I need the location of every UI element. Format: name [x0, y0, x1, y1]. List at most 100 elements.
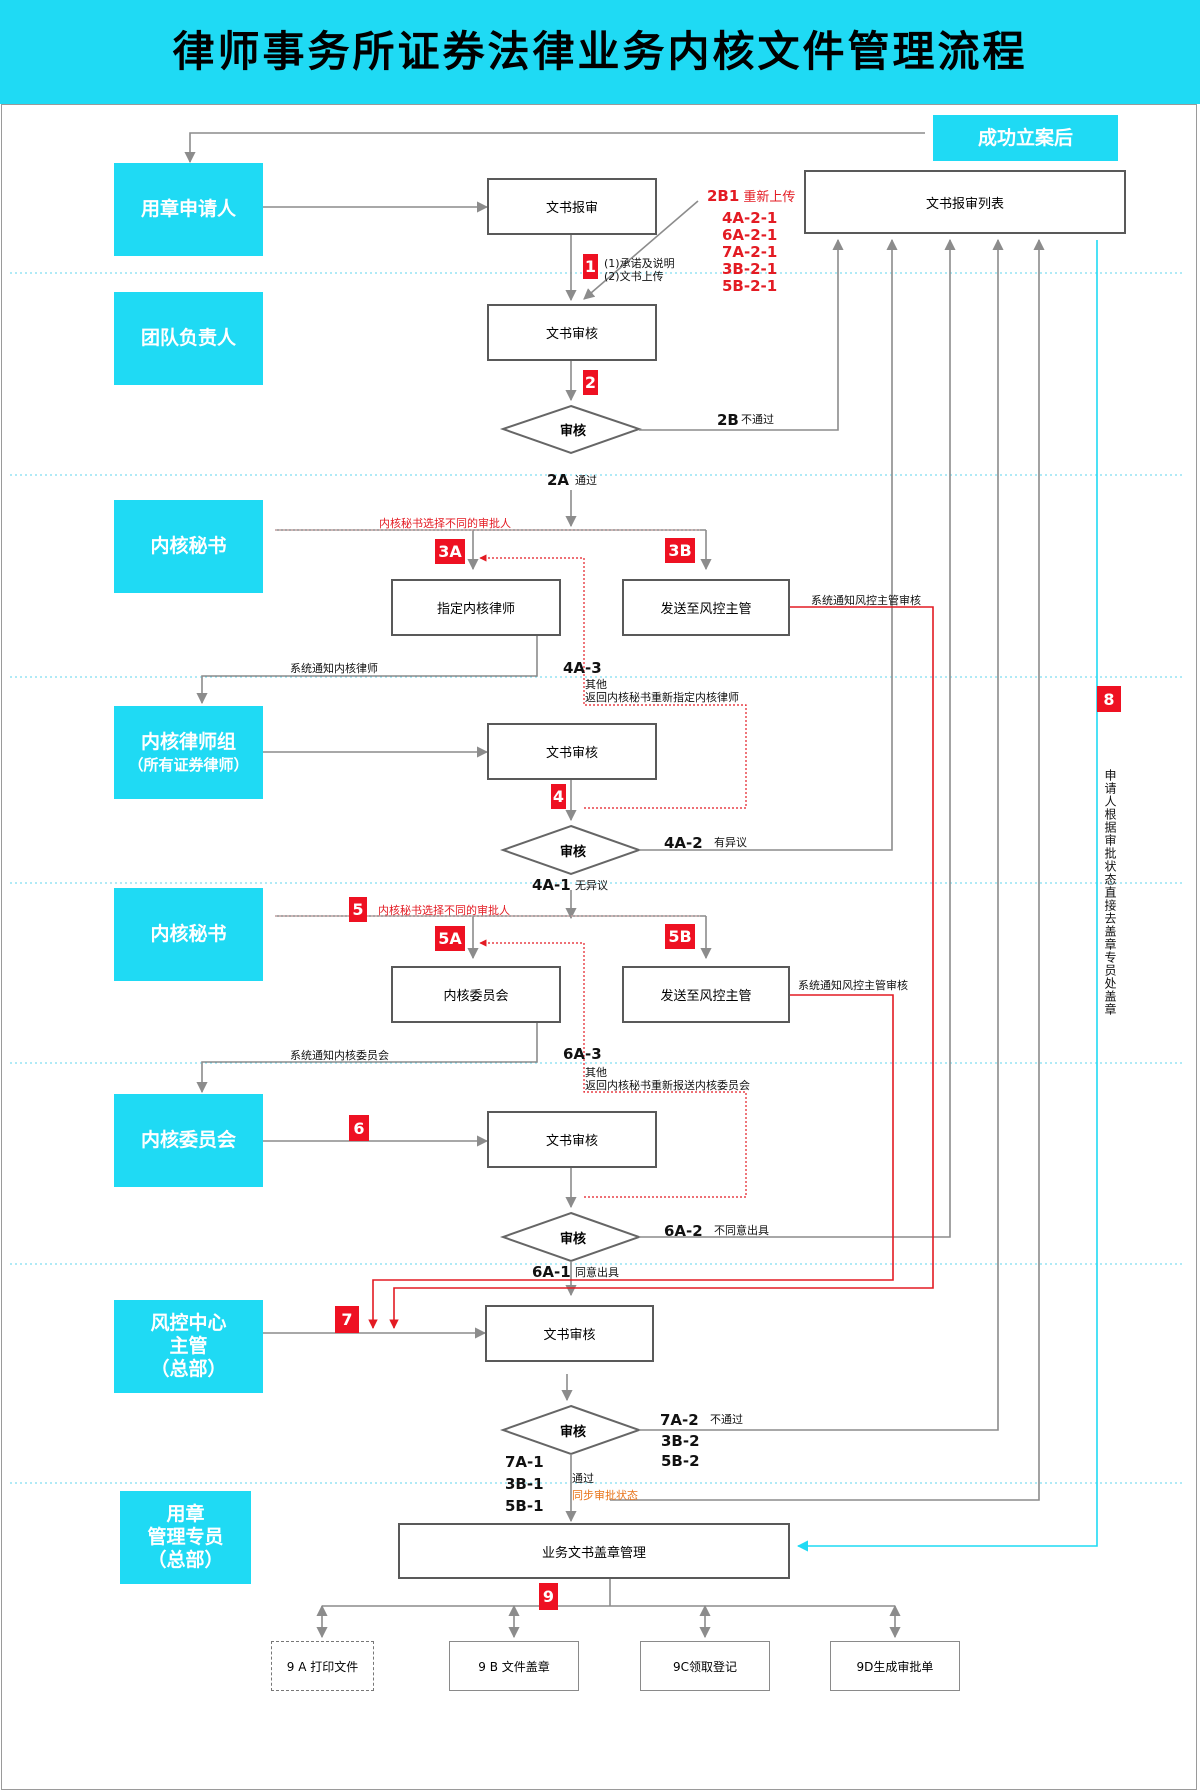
case-filed-box: 成功立案后 — [933, 115, 1118, 161]
code-5b2: 5B-2 — [661, 1452, 700, 1470]
note-upload: (2)文书上传 — [604, 270, 664, 283]
reupload-label: 重新上传 — [743, 190, 796, 205]
box-submit-label: 文书报审 — [545, 201, 598, 216]
red-connectors — [368, 606, 934, 1329]
cyan-line-8 — [796, 240, 1098, 1552]
role-committee-label: 内核委员会 — [140, 1129, 236, 1152]
reupload-6a21: 6A-2-1 — [722, 226, 778, 244]
badge-6: 6 — [349, 1115, 369, 1141]
badge-5b: 5B — [665, 924, 695, 949]
code-5b1: 5B-1 — [505, 1497, 544, 1515]
decision-label-team: 审核 — [559, 423, 586, 439]
output-approval-sheet[interactable]: 9D生成审批单 — [830, 1641, 960, 1691]
box-review-team-label: 文书审核 — [545, 327, 598, 342]
code-7a1: 7A-1 — [505, 1453, 544, 1471]
output-collect-label: 9C领取登记 — [672, 1659, 737, 1674]
grey-flow-lines — [184, 132, 1045, 1639]
role-risk-line2: 主管 — [169, 1335, 208, 1358]
badge-5: 5 — [349, 897, 367, 922]
note-other-2: 其他 — [585, 1066, 607, 1079]
role-secretary-1: 内核秘书 — [114, 500, 263, 593]
box-send-risk-2-label: 发送至风控主管 — [660, 989, 752, 1004]
code-2a: 2A — [547, 471, 570, 489]
reupload-7a21: 7A-2-1 — [722, 243, 778, 261]
lane-separators — [10, 272, 1185, 1484]
role-lawyer-group: 内核律师组（所有证券律师） — [114, 706, 263, 799]
badge-3b: 3B — [665, 538, 695, 563]
badge-1: 1 — [583, 254, 598, 279]
code-6a2: 6A-2 — [664, 1222, 703, 1240]
note-notify-risk-1: 系统通知风控主管审核 — [811, 594, 921, 607]
box-assign-lawyer-label: 指定内核律师 — [436, 602, 515, 617]
role-secretary-2: 内核秘书 — [114, 888, 263, 981]
code-6a3: 6A-3 — [563, 1045, 602, 1063]
role-applicant-label: 用章申请人 — [140, 198, 236, 221]
badge-2: 2 — [583, 370, 598, 395]
decision-diamond-team — [499, 404, 643, 455]
note-return-committee: 返回内核秘书重新报送内核委员会 — [585, 1079, 750, 1092]
box-review-committee-label: 文书审核 — [545, 1134, 598, 1149]
box-review-committee[interactable]: 文书审核 — [487, 1111, 657, 1168]
output-stamp[interactable]: 9 B 文件盖章 — [449, 1641, 579, 1691]
box-send-risk-2[interactable]: 发送至风控主管 — [622, 966, 790, 1023]
note-promise: (1)承诺及说明 — [604, 257, 675, 270]
note-fail-2: 不通过 — [710, 1413, 743, 1426]
box-committee-label: 内核委员会 — [443, 989, 509, 1004]
box-assign-lawyer[interactable]: 指定内核律师 — [391, 579, 561, 636]
note-vertical-seal: 申请人根据审批状态直接去盖章专员处盖章 — [1103, 769, 1117, 1016]
page-title: 律师事务所证券法律业务内核文件管理流程 — [172, 27, 1028, 76]
code-2b: 2B — [717, 411, 739, 429]
note-notify-risk-2: 系统通知风控主管审核 — [798, 979, 908, 992]
box-review-lawyer[interactable]: 文书审核 — [487, 723, 657, 780]
note-pass-2: 通过 — [572, 1472, 594, 1485]
box-seal-management[interactable]: 业务文书盖章管理 — [398, 1523, 790, 1579]
reupload-3b21: 3B-2-1 — [722, 260, 778, 278]
role-committee: 内核委员会 — [114, 1094, 263, 1187]
badge-4: 4 — [551, 784, 566, 809]
note-sec-choose-1: 内核秘书选择不同的审批人 — [379, 517, 511, 530]
output-print[interactable]: 9 A 打印文件 — [271, 1641, 374, 1691]
badge-7: 7 — [335, 1306, 359, 1333]
output-stamp-label: 9 B 文件盖章 — [478, 1659, 550, 1674]
box-review-risk[interactable]: 文书审核 — [485, 1305, 654, 1362]
role-seal-line1: 用章 — [166, 1503, 205, 1526]
box-send-risk-1[interactable]: 发送至风控主管 — [622, 579, 790, 636]
badge-9: 9 — [539, 1583, 558, 1610]
note-pass: 通过 — [575, 474, 597, 487]
header-band — [0, 0, 1200, 104]
role-risk-control: 风控中心主管（总部） — [114, 1300, 263, 1393]
box-review-lawyer-label: 文书审核 — [545, 746, 598, 761]
box-send-risk-1-label: 发送至风控主管 — [660, 602, 752, 617]
decision-diamonds — [499, 404, 643, 1456]
role-seal-line3: （总部） — [147, 1548, 224, 1571]
reupload-5b21: 5B-2-1 — [722, 277, 778, 295]
note-no-objection: 无异议 — [575, 879, 608, 892]
decision-label-lawyer: 审核 — [559, 844, 586, 860]
box-submit[interactable]: 文书报审 — [487, 178, 657, 235]
box-review-team[interactable]: 文书审核 — [487, 304, 657, 361]
note-sec-choose-2: 内核秘书选择不同的审批人 — [378, 904, 510, 917]
note-disagree: 不同意出具 — [714, 1224, 769, 1237]
output-collect[interactable]: 9C领取登记 — [640, 1641, 770, 1691]
reupload-4a21: 4A-2-1 — [722, 209, 778, 227]
code-7a2: 7A-2 — [660, 1411, 699, 1429]
code-4a2: 4A-2 — [664, 834, 703, 852]
badge-3a: 3A — [435, 539, 465, 564]
reupload-code: 2B1 — [707, 187, 740, 205]
role-risk-line1: 风控中心 — [150, 1312, 227, 1335]
decision-label-committee: 审核 — [559, 1231, 586, 1247]
note-other-1: 其他 — [585, 678, 607, 691]
box-submission-list[interactable]: 文书报审列表 — [804, 170, 1126, 234]
role-seal-admin: 用章管理专员（总部） — [120, 1491, 251, 1584]
decision-diamond-lawyer — [499, 824, 643, 876]
role-applicant: 用章申请人 — [114, 163, 263, 256]
red-dotted-returns — [479, 554, 747, 1198]
note-sync-status: 同步审批状态 — [572, 1489, 638, 1502]
note-notify-lawyer: 系统通知内核律师 — [290, 662, 378, 675]
box-review-risk-label: 文书审核 — [543, 1328, 596, 1343]
box-committee[interactable]: 内核委员会 — [391, 966, 561, 1023]
role-lawyer-group-sub: （所有证券律师） — [128, 756, 249, 775]
code-4a1: 4A-1 — [532, 876, 571, 894]
